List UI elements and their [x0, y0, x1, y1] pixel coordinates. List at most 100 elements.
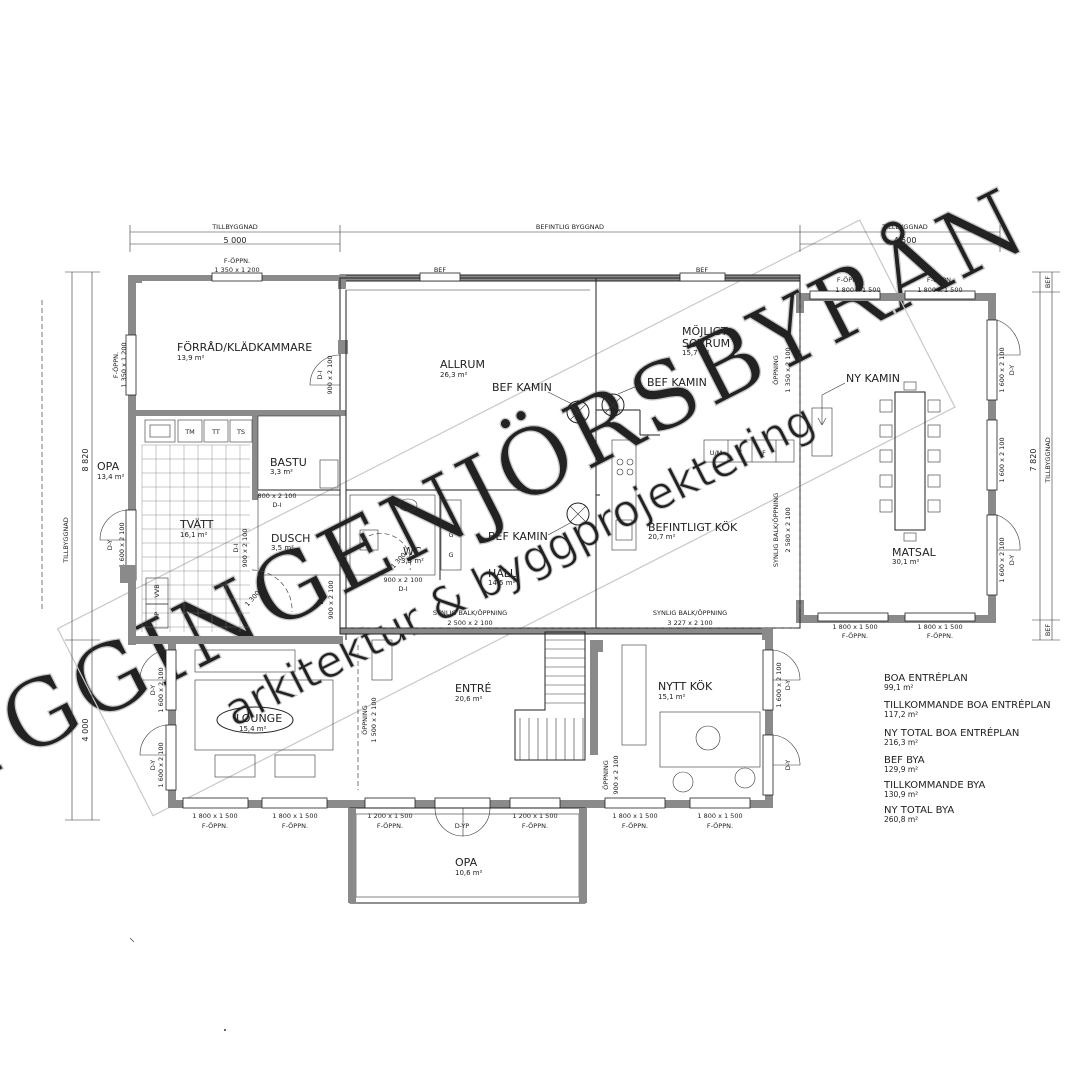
room-labels: FÖRRÅD/KLÄDKAMMARE 13,9 m² ALLRUM 26,3 m… — [97, 325, 937, 877]
area-summary: BOA ENTRÉPLAN 99,1 m² TILLKOMMANDE BOA E… — [883, 671, 1051, 824]
front-porch — [348, 807, 587, 904]
watermark-frame — [56, 219, 956, 817]
room-opa-left-name: OPA — [97, 460, 120, 473]
room-matsal-area: 30,1 m² — [892, 558, 920, 566]
room-opa-left-area: 13,4 m² — [97, 473, 125, 481]
door-left-size: 1 600 x 2 100 — [118, 522, 126, 567]
door-lounge2-size: 1 600 x 2 100 — [157, 742, 165, 787]
bef-kamin-2-label: BEF KAMIN — [647, 376, 707, 389]
tvatt-tile-grid — [141, 444, 250, 632]
door-tvatt-type: D-I — [232, 543, 240, 552]
door-lounge1-size: 1 600 x 2 100 — [157, 667, 165, 712]
dim-left-bottom: 4 000 — [81, 719, 90, 742]
win-allrum-bef: BEF — [434, 266, 447, 274]
tt-label: TT — [211, 428, 220, 436]
room-opa-front-name: OPA — [455, 856, 478, 869]
win-mb1-size: 1 800 x 1 500 — [832, 623, 877, 631]
summary-label-5: NY TOTAL BYA — [884, 805, 954, 816]
win-matsal2-label: F-ÖPPN. — [927, 275, 953, 284]
door-matsal1-size: 1 600 x 2 100 — [998, 347, 1006, 392]
room-dusch-area: 3,5 m² — [271, 544, 294, 552]
room-sovrum-name1: MÖJLIGT — [682, 325, 728, 338]
windows-matsal-bottom: 1 800 x 1 500 F-ÖPPN. 1 800 x 1 500 F-ÖP… — [817, 612, 976, 640]
room-entre-area: 20,6 m² — [455, 695, 483, 703]
left-side-openings: F-ÖPPN. 1 350 x 1 200 D-Y 1 600 x 2 100 — [99, 334, 137, 581]
win-entre2-size: 1 200 x 1 500 — [512, 812, 557, 820]
staircase — [514, 631, 586, 761]
room-forrad-name: FÖRRÅD/KLÄDKAMMARE — [177, 341, 312, 354]
bef-kamin-3-label: BEF KAMIN — [488, 530, 548, 543]
win-mb2-label: F-ÖPPN. — [927, 631, 953, 640]
oppning-kok-label: ÖPPNING — [601, 760, 610, 790]
entre-front-openings: 1 200 x 1 500 F-ÖPPN. D-YP 1 200 x 1 500… — [364, 797, 561, 837]
win-left-size: 1 350 x 1 200 — [120, 342, 128, 387]
summary-value-5: 260,8 m² — [884, 815, 918, 824]
dim-right-bef-bottom: BEF — [1044, 624, 1052, 637]
g-label-2: G — [448, 531, 453, 539]
summary-label-2: NY TOTAL BOA ENTRÉPLAN — [884, 726, 1019, 739]
room-wc-area: 3,3 m² — [401, 557, 424, 565]
win-lounge2-size: 1 800 x 1 500 — [272, 812, 317, 820]
dim-right-label: TILLBYGGNAD — [1044, 437, 1052, 484]
door-allrum-type: D-I — [316, 370, 324, 379]
new-kitchen-furniture — [621, 644, 761, 793]
door-wc-type: D-I — [398, 585, 407, 593]
room-forrad-area: 13,9 m² — [177, 354, 205, 362]
door-dusch-type: D-I — [317, 595, 325, 604]
room-nyttkok-area: 15,1 m² — [658, 693, 686, 701]
win-mb1-label: F-ÖPPN. — [842, 631, 868, 640]
ny-kamin-label: NY KAMIN — [846, 372, 900, 385]
vvb-label: VVB — [153, 584, 161, 597]
room-allrum-name: ALLRUM — [440, 358, 485, 371]
room-lounge-name: LOUNGE — [236, 712, 282, 725]
summary-value-4: 130,9 m² — [884, 790, 918, 799]
win-matsal2-size: 1 800 x 1 500 — [917, 286, 962, 294]
laundry-equipment: TM TT TS VVB VP — [144, 419, 253, 629]
oppning-sovrum-size: 1 350 x 2 100 — [784, 347, 792, 392]
door-entre-type: D-YP — [455, 822, 470, 830]
k-label: K — [738, 449, 743, 457]
door-dusch-size: 900 x 2 100 — [327, 581, 335, 620]
summary-value-2: 216,3 m² — [884, 738, 918, 747]
oppning-kok-size: 900 x 2 100 — [612, 756, 620, 795]
summary-value-3: 129,9 m² — [884, 765, 918, 774]
synlig-matsal-label: SYNLIG BALK/ÖPPNING — [771, 493, 780, 567]
dim-top-mid-label: BEFINTLIG BYGGNAD — [536, 223, 604, 231]
bef-kamin-1-label: BEF KAMIN — [492, 381, 552, 394]
dim-left-label: TILLBYGGNAD — [62, 517, 70, 564]
room-nyttkok-name: NYTT KÖK — [658, 680, 713, 693]
nyttkok-openings: 1 800 x 1 500 F-ÖPPN. 1 800 x 1 500 F-ÖP… — [604, 649, 801, 830]
room-kok-area: 20,7 m² — [648, 533, 676, 541]
synlig-kok-size: 3 227 x 2 100 — [667, 619, 712, 627]
win-sovrum-bef: BEF — [696, 266, 709, 274]
door-matsal2-size: 1 600 x 2 100 — [998, 437, 1006, 482]
door-left-type: D-Y — [106, 540, 114, 551]
room-tvatt-area: 16,1 m² — [180, 531, 208, 539]
f-label: F — [762, 449, 766, 457]
lounge-openings: D-Y 1 600 x 2 100 D-Y 1 600 x 2 100 1 80… — [139, 649, 328, 830]
synlig-hall-size: 2 500 x 2 100 — [447, 619, 492, 627]
win-kok2-size: 1 800 x 1 500 — [697, 812, 742, 820]
win-lounge1-label: F-ÖPPN. — [202, 821, 228, 830]
room-wc-name: WC — [403, 545, 422, 558]
door-lounge1-type: D-Y — [149, 685, 157, 696]
right-dimensions: 7 820 TILLBYGGNAD BEF BEF — [1029, 271, 1060, 641]
room-lounge-area: 15,4 m² — [239, 725, 267, 733]
column-stubs — [120, 565, 772, 652]
room-hall-name: HALL — [488, 567, 517, 580]
door-bastu-type: D-I — [272, 501, 281, 509]
g-label-1: G — [448, 511, 453, 519]
win-matsal1-size: 1 800 x 1 500 — [835, 286, 880, 294]
summary-value-1: 117,2 m² — [884, 710, 918, 719]
synlig-hall-label: SYNLIG BALK/ÖPPNING — [433, 608, 507, 617]
door-wc-size: 900 x 2 100 — [384, 576, 423, 584]
entre-closet — [371, 639, 393, 681]
room-opa-front-area: 10,6 m² — [455, 869, 483, 877]
vp-label: VP — [153, 612, 161, 620]
summary-label-4: TILLKOMMANDE BYA — [883, 780, 986, 791]
win-lounge2-label: F-ÖPPN. — [282, 821, 308, 830]
door-kok1-size: 1 600 x 2 100 — [775, 662, 783, 707]
ny-kamin: NY KAMIN — [811, 372, 900, 457]
oppning-entre-size: 1 500 x 2 100 — [370, 697, 378, 742]
